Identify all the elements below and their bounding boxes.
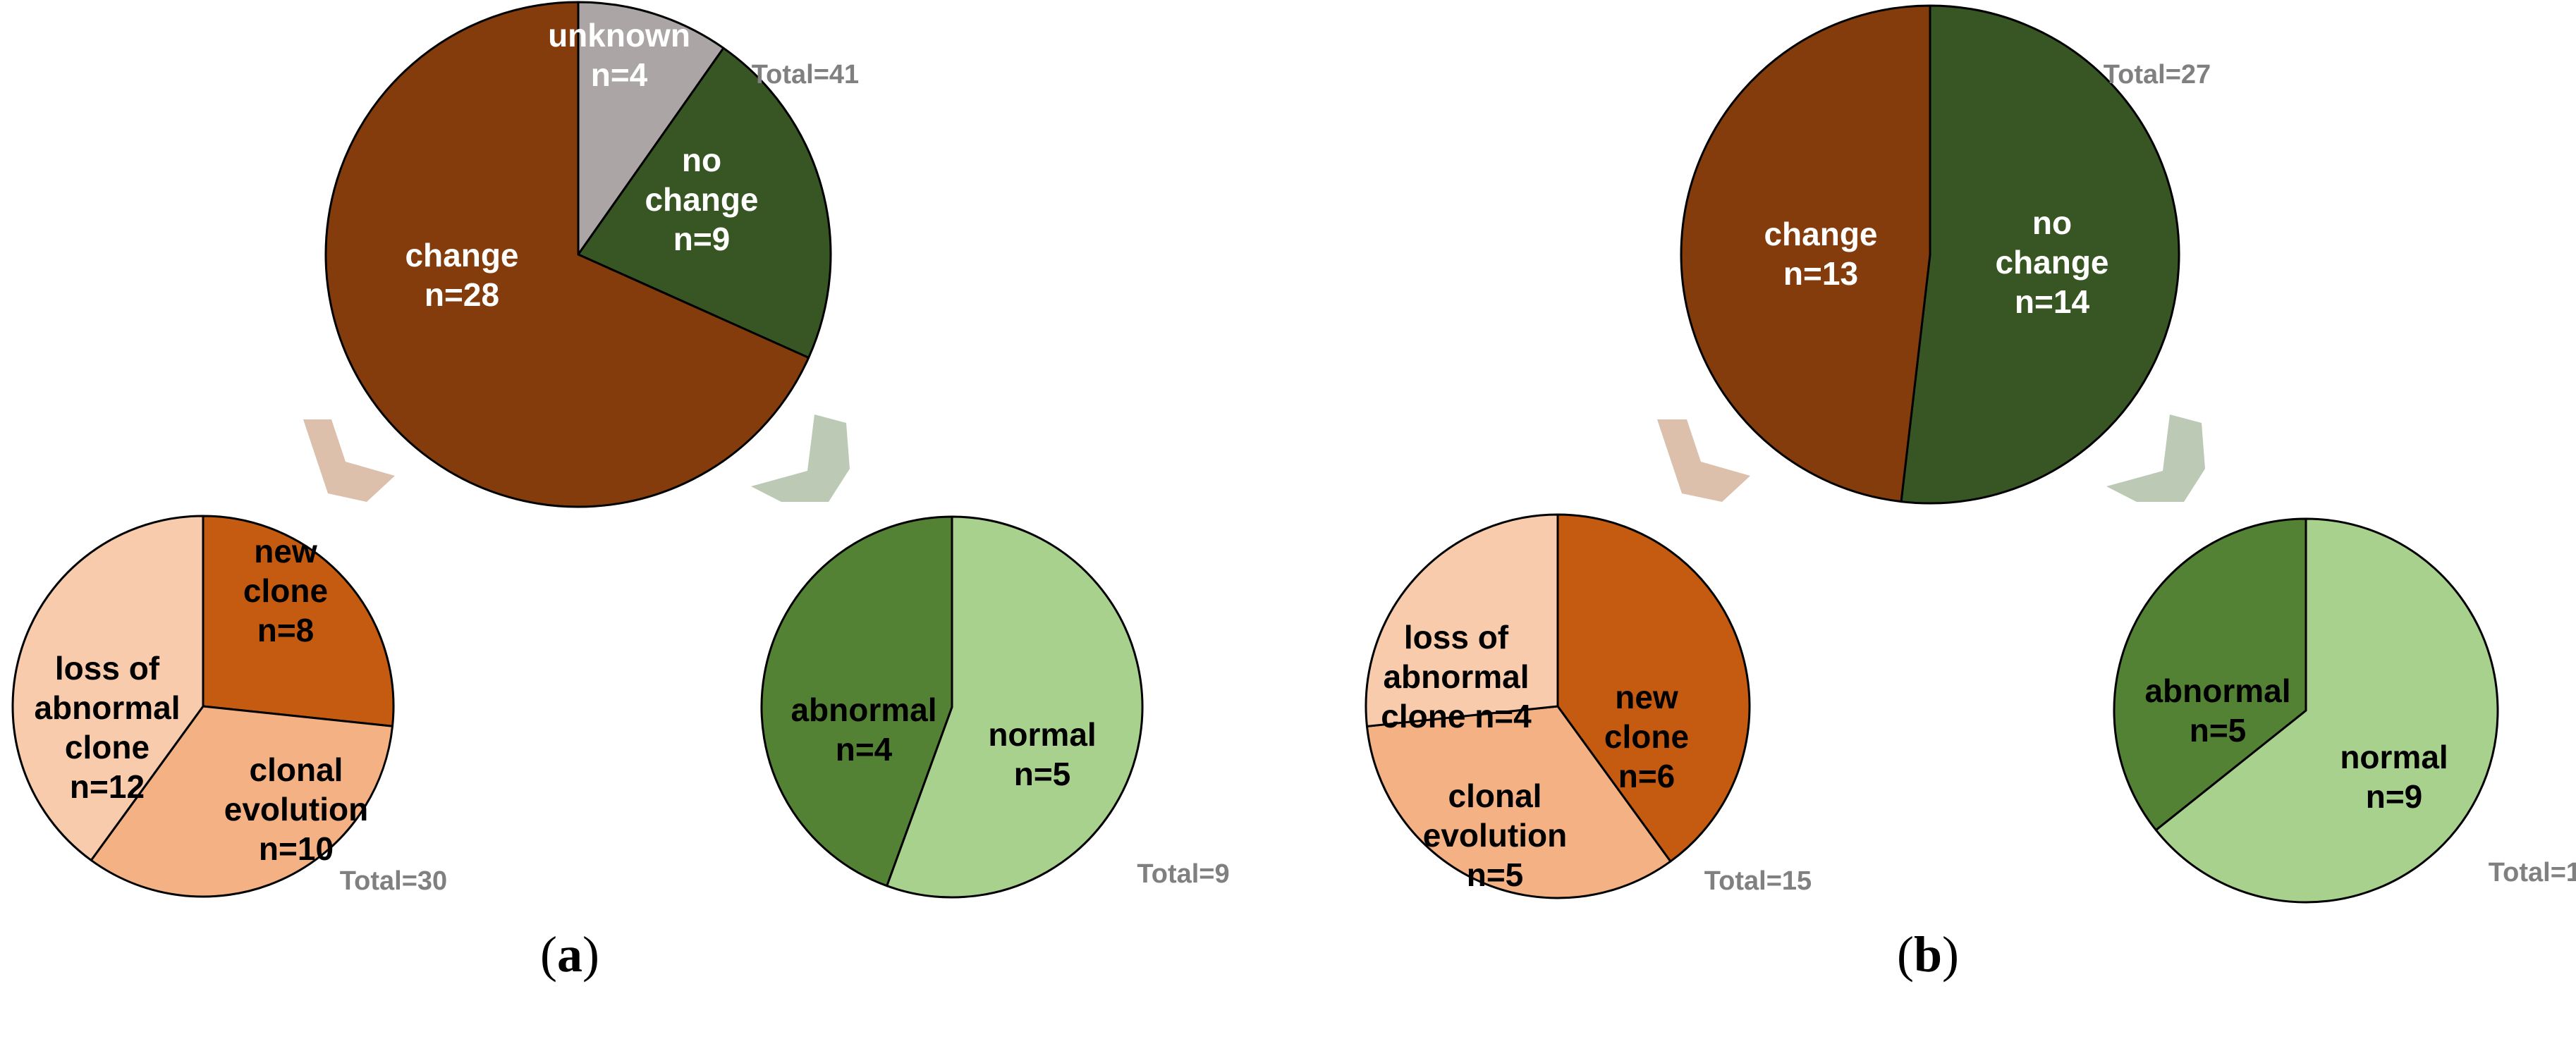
pie-slice-unknown [577,1,725,256]
panel-b-caption: (b) [1897,926,1959,983]
arrow-right-chevron [751,414,850,502]
pie-slice-new-clone [1556,513,1751,863]
arrow-right-chevron [2106,414,2205,502]
total-label: Total=14 [2489,858,2576,887]
total-label: Total=41 [752,60,859,90]
pie-slice-loss-of-abnormal-clone [11,515,205,861]
pie-slice-no-change [577,47,832,359]
total-label: Total=27 [2104,60,2211,90]
pie-slice-new-clone [202,515,395,727]
pie-slice-change [1680,4,1931,503]
arrow-left-chevron [303,419,395,502]
pie-slice-abnormal [760,515,953,887]
pie-slice-loss-of-abnormal [1365,513,1559,727]
panel-a-caption: (a) [540,926,599,983]
pie-slice-abnormal [2113,517,2307,832]
pie-slice-change [324,1,810,508]
total-label: Total=9 [1137,859,1229,889]
total-label: Total=30 [340,866,447,896]
pie-slice-clonal-evolution [1365,705,1672,899]
arrows-layer [303,414,2205,502]
pie-slice-clonal-evolution [90,705,394,898]
total-label: Total=15 [1704,866,1812,896]
pie-slice-normal [2154,517,2499,904]
arrow-left-chevron [1657,419,1750,502]
pie-slice-no-change [1900,4,2180,505]
pie-slice-normal [886,515,1144,899]
